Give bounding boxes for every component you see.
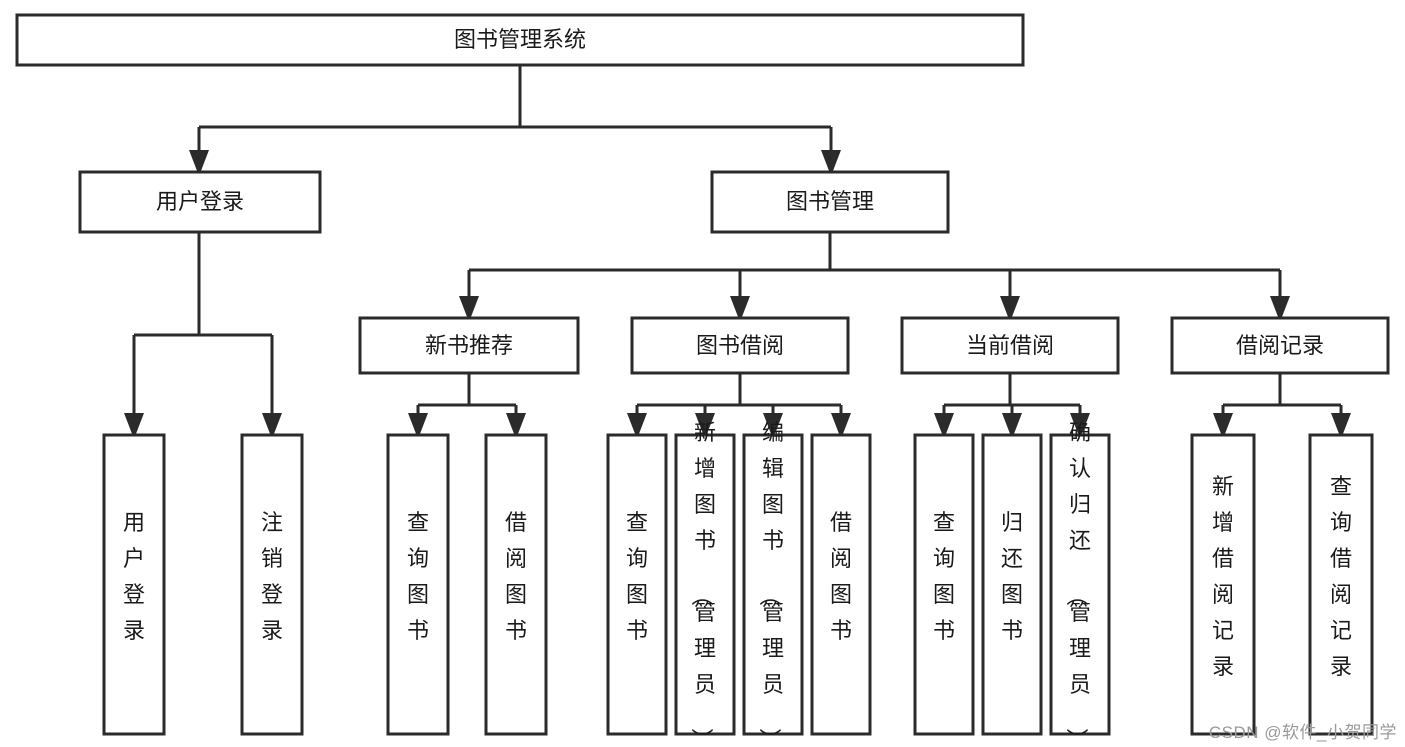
node-leaf-rec-query-record-box[interactable]: [1308, 433, 1374, 736]
node-leaf-borrow-query-book-label: 查询图书: [626, 510, 648, 643]
node-root[interactable]: 图书管理系统: [15, 13, 1025, 67]
node-leaf-user-login-box[interactable]: [102, 433, 166, 736]
node-book-manage-box[interactable]: [710, 170, 950, 234]
node-leaf-rec-query-record-label: 查询借阅记录: [1330, 474, 1352, 679]
node-leaf-cur-confirm-return-label: 确认归还（管理员）: [1064, 420, 1091, 747]
node-leaf-user-logout-box[interactable]: [240, 433, 304, 736]
node-root-box[interactable]: [15, 13, 1025, 67]
node-leaf-rec-query-book[interactable]: 查询图书: [386, 433, 450, 736]
node-borrow-record-label: 借阅记录: [1236, 333, 1324, 358]
node-leaf-rec-add-record[interactable]: 新增借阅记录: [1190, 433, 1256, 736]
node-leaf-rec-borrow-book[interactable]: 借阅图书: [484, 433, 548, 736]
node-leaf-borrow-add-book-label: 新增图书（管理员）: [689, 420, 716, 747]
leaf-layer: 用户登录 注销登录 查询图书 借阅图书 查询图书 新增图书（管理员）: [102, 420, 1374, 747]
node-book-borrow-box[interactable]: [630, 316, 850, 375]
node-leaf-borrow-borrow-book-label: 借阅图书: [830, 510, 852, 643]
node-current-borrow-box[interactable]: [900, 316, 1120, 375]
node-leaf-borrow-add-book[interactable]: 新增图书（管理员）: [674, 420, 736, 747]
node-root-label: 图书管理系统: [454, 27, 586, 52]
node-leaf-rec-borrow-book-label: 借阅图书: [505, 510, 527, 643]
node-leaf-cur-return-book-label: 归还图书: [1001, 510, 1023, 643]
node-leaf-borrow-edit-book-label: 编辑图书（管理员）: [757, 420, 784, 747]
node-leaf-user-logout-label: 注销登录: [261, 510, 283, 643]
node-leaf-borrow-edit-book-box[interactable]: [742, 433, 804, 736]
node-book-borrow[interactable]: 图书借阅: [630, 316, 850, 375]
node-user-login-box[interactable]: [78, 170, 322, 234]
node-new-book-rec-box[interactable]: [358, 316, 580, 375]
node-user-login-label: 用户登录: [156, 189, 244, 214]
node-book-manage[interactable]: 图书管理: [710, 170, 950, 234]
node-user-login[interactable]: 用户登录: [78, 170, 322, 234]
node-leaf-borrow-add-book-box[interactable]: [674, 433, 736, 736]
node-leaf-borrow-query-book[interactable]: 查询图书: [606, 433, 668, 736]
node-leaf-user-login-label: 用户登录: [123, 510, 145, 643]
node-leaf-borrow-borrow-book[interactable]: 借阅图书: [810, 433, 872, 736]
node-new-book-rec[interactable]: 新书推荐: [358, 316, 580, 375]
node-current-borrow-label: 当前借阅: [966, 333, 1054, 358]
node-current-borrow[interactable]: 当前借阅: [900, 316, 1120, 375]
node-leaf-rec-query-book-box[interactable]: [386, 433, 450, 736]
node-leaf-cur-query-book-label: 查询图书: [933, 510, 955, 643]
node-leaf-rec-query-book-label: 查询图书: [407, 510, 429, 643]
node-leaf-cur-return-book-box[interactable]: [981, 433, 1043, 736]
node-new-book-rec-label: 新书推荐: [425, 333, 513, 358]
node-leaf-borrow-borrow-book-box[interactable]: [810, 433, 872, 736]
node-leaf-rec-query-record[interactable]: 查询借阅记录: [1308, 433, 1374, 736]
node-leaf-rec-add-record-box[interactable]: [1190, 433, 1256, 736]
node-leaf-cur-confirm-return[interactable]: 确认归还（管理员）: [1049, 420, 1111, 747]
node-leaf-rec-add-record-label: 新增借阅记录: [1212, 474, 1234, 679]
node-leaf-cur-return-book[interactable]: 归还图书: [981, 433, 1043, 736]
node-leaf-borrow-query-book-box[interactable]: [606, 433, 668, 736]
node-leaf-cur-confirm-return-box[interactable]: [1049, 433, 1111, 736]
node-leaf-rec-borrow-book-box[interactable]: [484, 433, 548, 736]
node-borrow-record-box[interactable]: [1170, 316, 1390, 375]
node-leaf-cur-query-book-box[interactable]: [913, 433, 975, 736]
node-leaf-user-logout[interactable]: 注销登录: [240, 433, 304, 736]
node-book-manage-label: 图书管理: [786, 189, 874, 214]
connector-layer: [124, 65, 1351, 439]
node-book-borrow-label: 图书借阅: [696, 333, 784, 358]
node-leaf-cur-query-book[interactable]: 查询图书: [913, 433, 975, 736]
node-borrow-record[interactable]: 借阅记录: [1170, 316, 1390, 375]
node-leaf-user-login[interactable]: 用户登录: [102, 433, 166, 736]
node-leaf-borrow-edit-book[interactable]: 编辑图书（管理员）: [742, 420, 804, 747]
